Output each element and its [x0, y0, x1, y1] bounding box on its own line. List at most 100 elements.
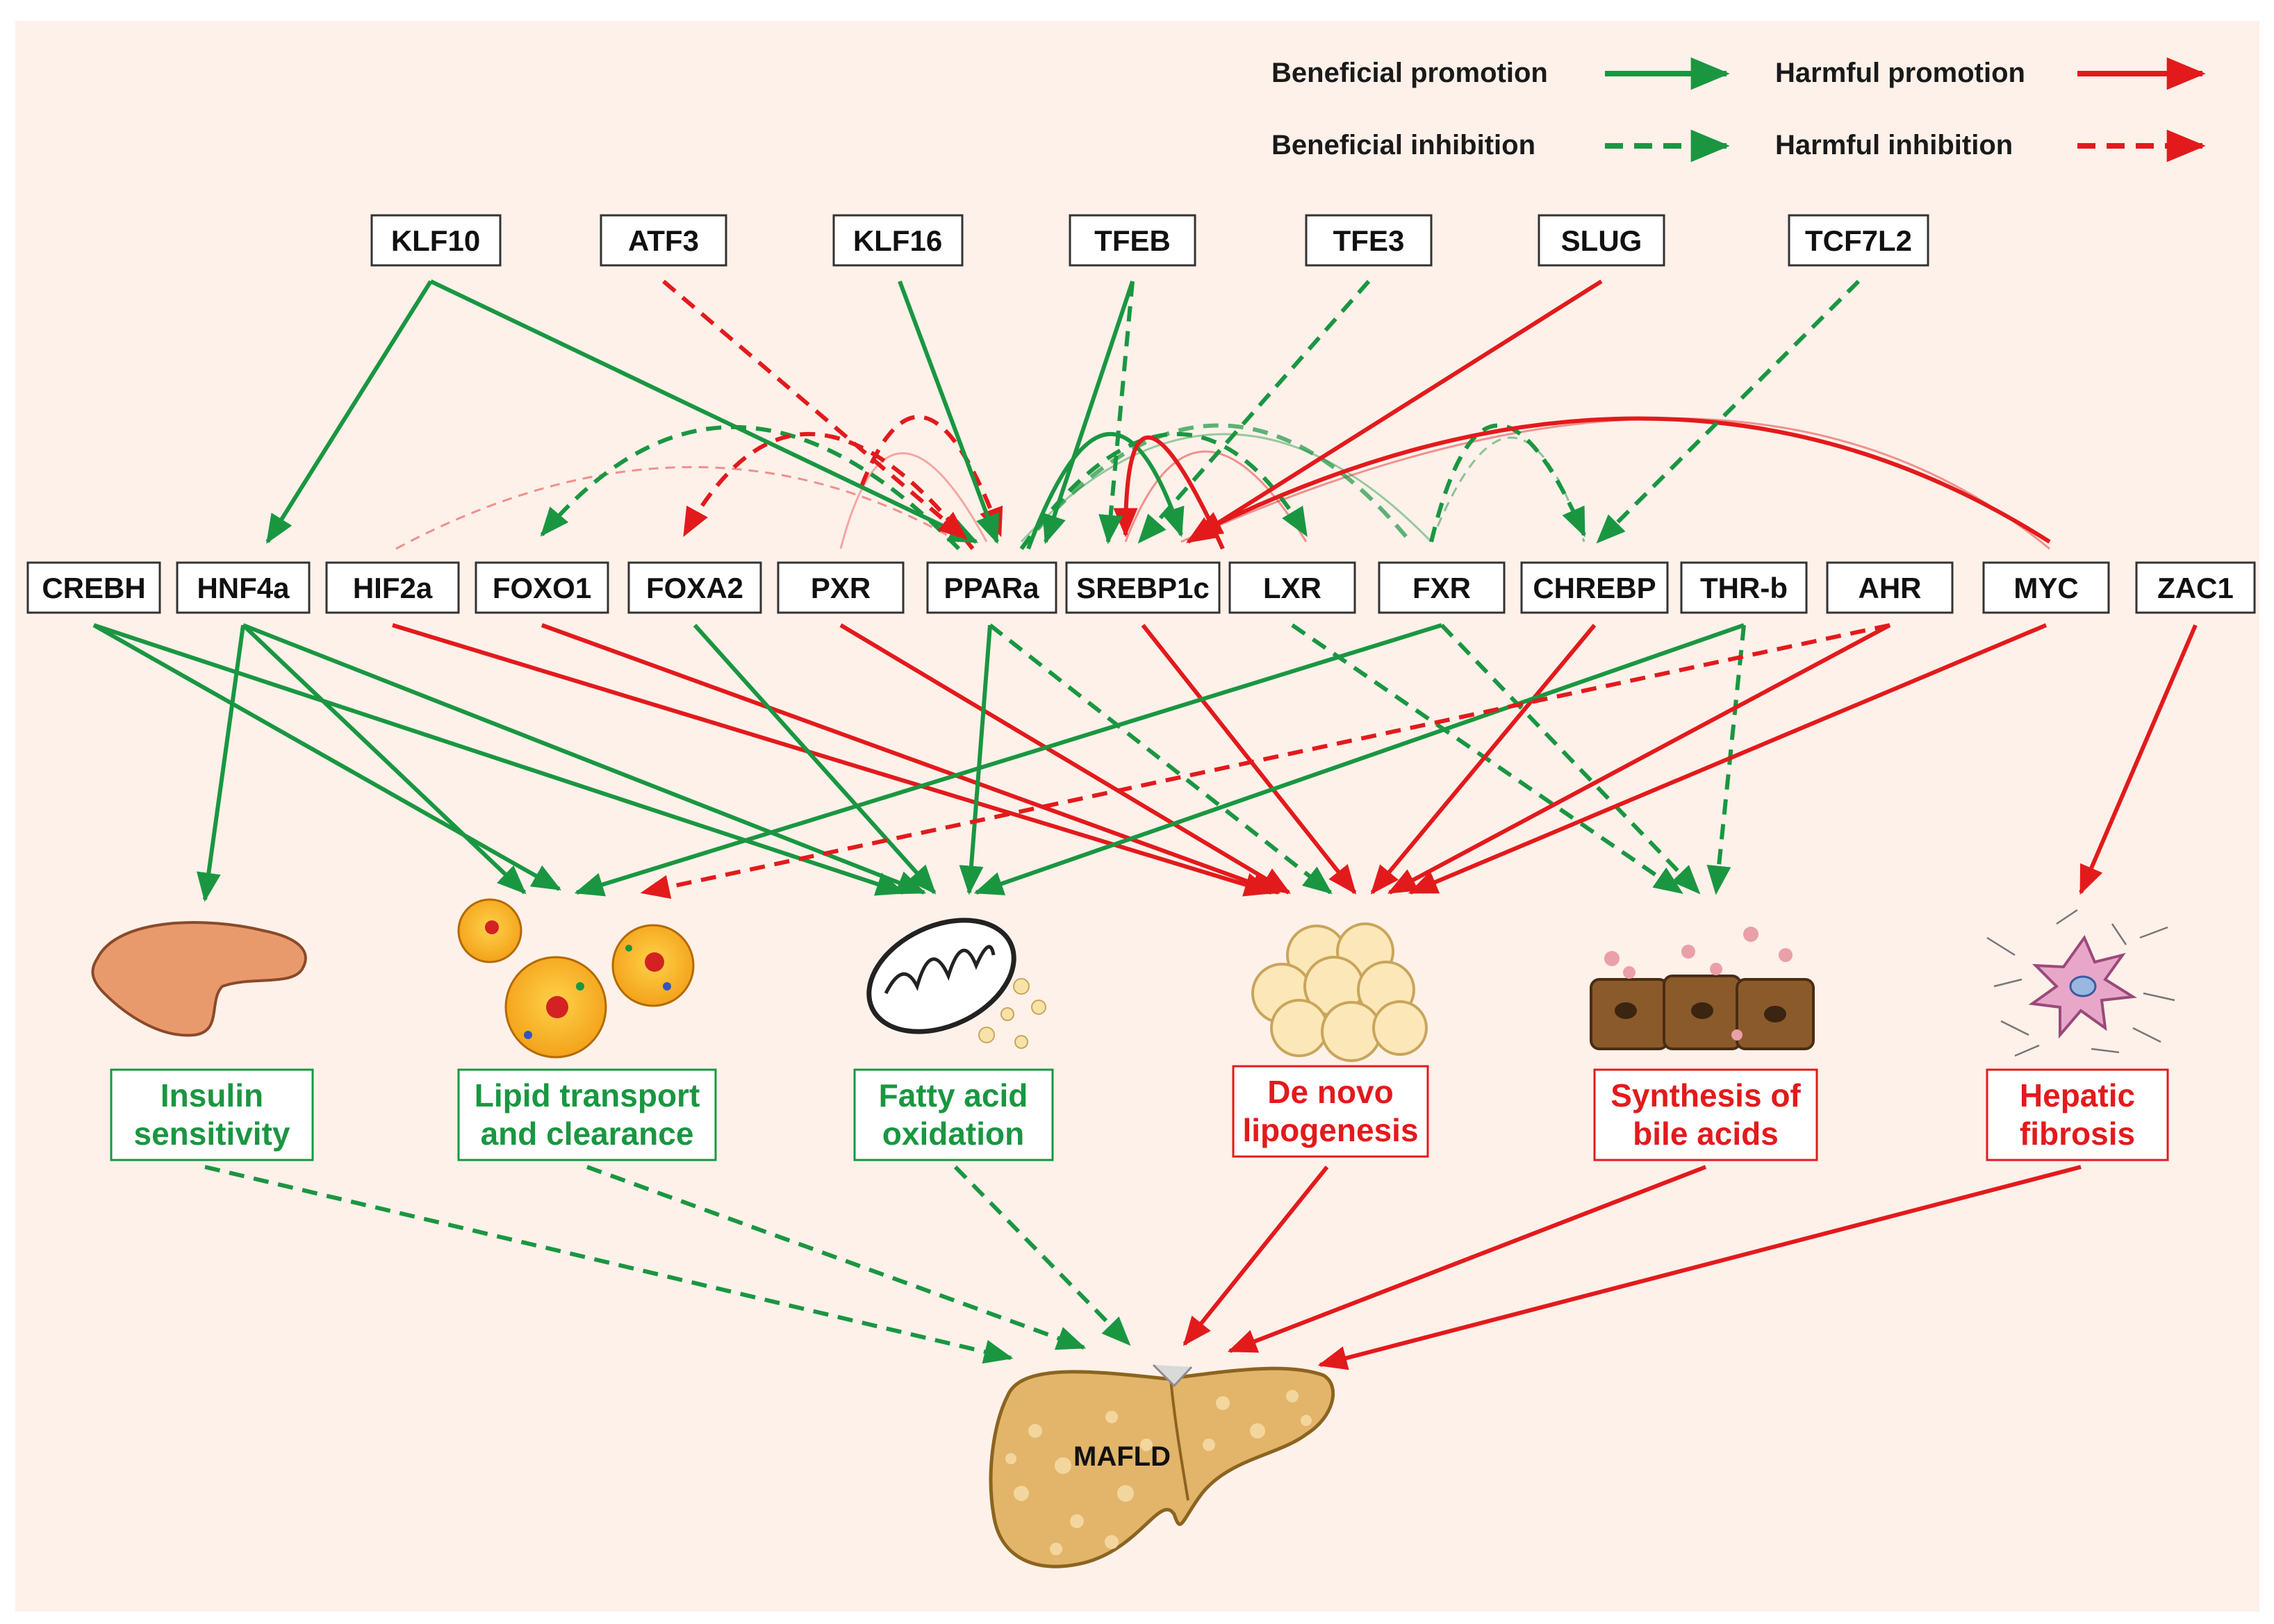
- node-tfe3-label: TFE3: [1333, 224, 1405, 257]
- node-hnf4a-label: HNF4a: [197, 572, 290, 604]
- node-ppara-label: PPARa: [944, 572, 1040, 604]
- disease-label: MAFLD: [1073, 1441, 1171, 1472]
- outcome-insulin-sensitivity[interactable]: Insulin sensitivity: [110, 1068, 314, 1161]
- node-ppara[interactable]: PPARa: [926, 561, 1057, 614]
- outcome-lipid-line2: and clearance: [481, 1116, 694, 1152]
- node-chrebp-label: CHREBP: [1533, 572, 1656, 604]
- stellate-cell-icon: [1986, 909, 2175, 1057]
- arc-ppara-lxr: [1019, 432, 1308, 550]
- node-atf3[interactable]: ATF3: [600, 214, 727, 267]
- outcome-de-novo-lipogenesis[interactable]: De novo lipogenesis: [1232, 1065, 1429, 1158]
- node-myc-label: MYC: [2013, 572, 2078, 604]
- edge-lxr-bile: [1291, 623, 1683, 895]
- core-factors: CREBH HNF4a HIF2a FOXO1 FOXA2 PXR PPARa: [26, 561, 2256, 614]
- legend-beneficial-promotion-label: Beneficial promotion: [1271, 58, 1548, 88]
- hepatocytes-icon: [1590, 927, 1815, 1050]
- node-thrb[interactable]: THR-b: [1680, 561, 1808, 614]
- arc-pxr-ppara-inhibition: [859, 415, 1003, 538]
- node-zac1-label: ZAC1: [2157, 572, 2234, 604]
- node-srebp1c-label: SREBP1c: [1076, 572, 1209, 604]
- edge-atf3-ppara: [662, 279, 968, 540]
- edge-ppara-fao: [959, 624, 992, 895]
- edge-foxa2-fao: [693, 623, 937, 895]
- node-klf10[interactable]: KLF10: [370, 214, 502, 267]
- node-srebp1c[interactable]: SREBP1c: [1065, 561, 1221, 614]
- edge-crebh-fao: [93, 623, 906, 896]
- legend-beneficial-inhibition-label: Beneficial inhibition: [1271, 130, 1535, 160]
- node-pxr[interactable]: PXR: [777, 561, 905, 614]
- arc-fxr-chrebp-main: [1429, 423, 1586, 542]
- outcome-fatty-acid-oxidation[interactable]: Fatty acid oxidation: [853, 1068, 1054, 1161]
- outcome-fibrosis-line1: Hepatic: [2020, 1077, 2135, 1113]
- edge-fibrosis-mafld: [1317, 1165, 2082, 1370]
- outcome-bile-line2: bile acids: [1633, 1116, 1779, 1152]
- node-crebh[interactable]: CREBH: [26, 561, 161, 614]
- node-klf16[interactable]: KLF16: [832, 214, 964, 267]
- node-myc[interactable]: MYC: [1982, 561, 2110, 614]
- edges: [92, 279, 2198, 1370]
- arc-pxr-ppara: [839, 452, 988, 549]
- edge-myc-dnl: [1408, 623, 2048, 895]
- edge-fxr-lipid: [574, 623, 1442, 897]
- node-chrebp[interactable]: CHREBP: [1520, 561, 1669, 614]
- node-ahr[interactable]: AHR: [1826, 561, 1954, 614]
- arc-ppara-srebp1c: [1026, 431, 1185, 550]
- node-atf3-label: ATF3: [628, 224, 699, 257]
- outcome-hepatic-fibrosis[interactable]: Hepatic fibrosis: [1986, 1068, 2169, 1161]
- edge-foxo1-dnl: [541, 623, 1281, 895]
- node-foxo1[interactable]: FOXO1: [475, 561, 609, 614]
- node-klf10-label: KLF10: [391, 224, 480, 257]
- node-hif2a[interactable]: HIF2a: [325, 561, 460, 614]
- pancreas-icon: [91, 921, 307, 1037]
- outcome-bile-acid-synthesis[interactable]: Synthesis of bile acids: [1593, 1068, 1818, 1161]
- edge-zac1-fibrosis: [2079, 624, 2198, 895]
- edge-fxr-bile: [1440, 623, 1701, 895]
- node-ahr-label: AHR: [1859, 572, 1922, 604]
- outcome-fao-line1: Fatty acid: [879, 1077, 1028, 1113]
- edge-hif2a-dnl: [392, 623, 1274, 897]
- liver-icon: MAFLD: [989, 1364, 1335, 1568]
- node-tfeb[interactable]: TFEB: [1069, 214, 1196, 267]
- edge-crebh-lipid: [92, 623, 562, 891]
- node-fxr-label: FXR: [1412, 572, 1471, 604]
- outcome-insulin-line1: Insulin: [160, 1077, 263, 1113]
- edge-dnl-mafld: [1183, 1166, 1329, 1346]
- outcome-bile-line1: Synthesis of: [1610, 1077, 1801, 1113]
- edge-insulin-mafld: [204, 1165, 1014, 1364]
- mitochondrion-icon: [866, 918, 1046, 1049]
- outcome-dnl-line2: lipogenesis: [1242, 1112, 1418, 1148]
- legend-harmful-inhibition-label: Harmful inhibition: [1775, 130, 2013, 160]
- outcome-insulin-line2: sensitivity: [134, 1116, 290, 1152]
- node-klf16-label: KLF16: [853, 224, 942, 257]
- edge-ppara-dnl: [989, 623, 1333, 895]
- edge-srebp1c-dnl: [1141, 624, 1357, 895]
- edge-tfe3-srebp1c: [1137, 280, 1371, 544]
- node-foxa2-label: FOXA2: [646, 572, 743, 604]
- edge-klf10-hnf4a: [265, 280, 433, 544]
- node-foxo1-label: FOXO1: [493, 572, 591, 604]
- node-hnf4a[interactable]: HNF4a: [176, 561, 311, 614]
- outcome-fao-line2: oxidation: [882, 1116, 1024, 1152]
- edge-tfeb-ppara: [1042, 281, 1135, 545]
- arc-hif2a-ppara: [395, 466, 959, 550]
- outcome-lipid-transport[interactable]: Lipid transport and clearance: [457, 1068, 717, 1161]
- edge-hnf4a-fao: [242, 623, 927, 895]
- outcome-lipid-line1: Lipid transport: [475, 1077, 700, 1113]
- edge-hnf4a-insulin: [196, 624, 245, 902]
- node-zac1[interactable]: ZAC1: [2135, 561, 2256, 614]
- edge-klf16-ppara: [898, 280, 999, 545]
- node-pxr-label: PXR: [811, 572, 871, 604]
- edge-thrb-fao: [973, 623, 1745, 895]
- node-slug[interactable]: SLUG: [1538, 214, 1665, 267]
- node-hif2a-label: HIF2a: [353, 572, 433, 604]
- edge-bile-mafld: [1227, 1165, 1707, 1353]
- node-fxr[interactable]: FXR: [1378, 561, 1506, 614]
- node-lxr[interactable]: LXR: [1228, 561, 1356, 614]
- node-tfe3[interactable]: TFE3: [1305, 214, 1433, 267]
- node-tcf7l2[interactable]: TCF7L2: [1788, 214, 1929, 267]
- edge-chrebp-dnl: [1370, 624, 1597, 895]
- node-foxa2[interactable]: FOXA2: [627, 561, 762, 614]
- edge-tcf7l2-chrebp: [1596, 279, 1861, 544]
